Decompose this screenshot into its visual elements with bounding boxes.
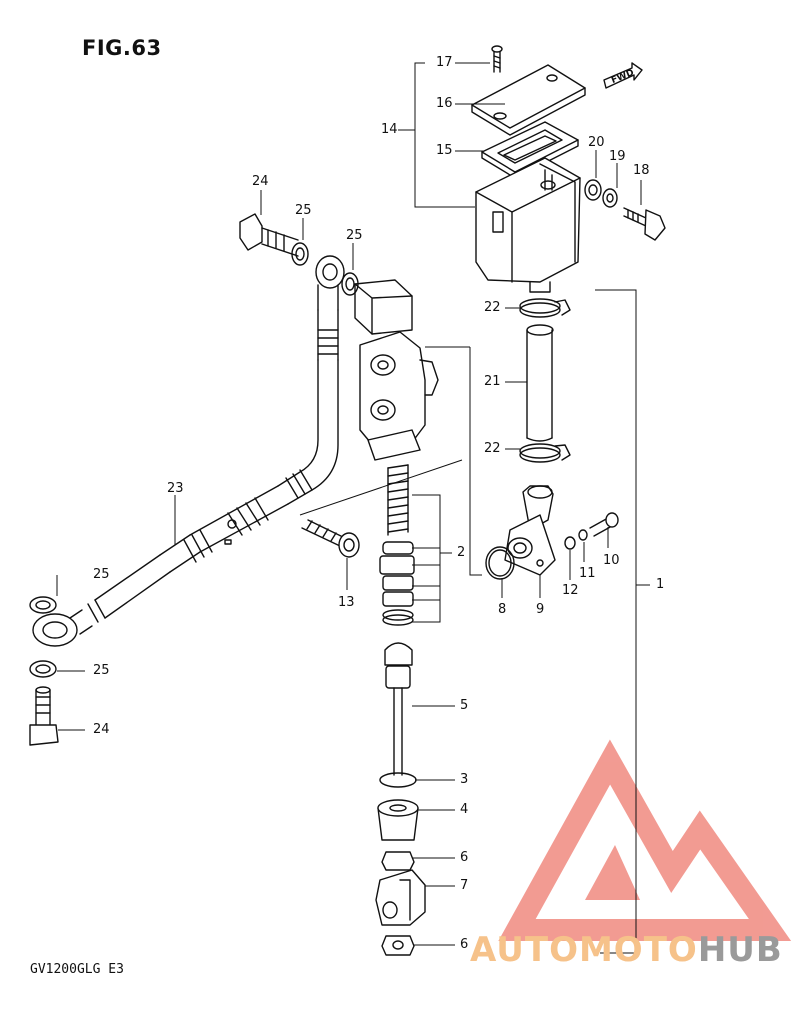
washer-12 (564, 536, 576, 550)
callout-4: 4 (460, 802, 469, 817)
watermark-text-part2: HUB (697, 930, 783, 970)
callout-16: 16 (436, 96, 453, 111)
callout-11: 11 (579, 566, 596, 581)
callout-20: 20 (588, 135, 605, 150)
callout-22-upper: 22 (484, 300, 501, 315)
callout-24-lower: 24 (93, 722, 110, 737)
bolt-18 (623, 207, 666, 241)
watermark-logo (498, 739, 792, 941)
callout-5: 5 (460, 698, 469, 713)
callout-25-c: 25 (93, 567, 110, 582)
callout-25-d: 25 (93, 663, 110, 678)
diaphragm (481, 121, 579, 179)
callout-18: 18 (633, 163, 650, 178)
washer-20 (584, 179, 602, 201)
reservoir-cap (471, 64, 586, 136)
callout-2: 2 (457, 545, 466, 560)
callout-17: 17 (436, 55, 453, 70)
callout-25-a: 25 (295, 203, 312, 218)
callout-22-lower: 22 (484, 441, 501, 456)
model-code: GV1200GLG E3 (30, 962, 124, 977)
watermark-text: AUTOMOTOHUB (470, 930, 783, 970)
master-cylinder (354, 279, 439, 461)
figure-title: FIG.63 (82, 36, 162, 60)
banjo-bolt-lower (29, 686, 59, 746)
callout-23: 23 (167, 481, 184, 496)
callout-24-upper: 24 (252, 174, 269, 189)
hose-fitting (504, 485, 556, 576)
callout-7: 7 (460, 878, 469, 893)
callout-14: 14 (381, 122, 398, 137)
reservoir-body (475, 157, 581, 293)
reservoir-hose (526, 324, 554, 442)
bolt-13 (301, 519, 360, 558)
callout-12: 12 (562, 583, 579, 598)
callout-21: 21 (484, 374, 501, 389)
watermark-text-part1: AUTOMOTO (470, 930, 698, 970)
callout-25-b: 25 (346, 228, 363, 243)
crush-washer-d (29, 660, 57, 678)
lock-nut-upper (381, 851, 415, 871)
lock-nut-lower (381, 935, 415, 956)
rod-boot (377, 799, 419, 841)
callout-19: 19 (609, 149, 626, 164)
hose-clamp-upper (519, 298, 571, 318)
circlip-3 (379, 772, 417, 788)
callout-10: 10 (603, 553, 620, 568)
fwd-arrow-icon (603, 62, 643, 89)
callout-6-lower: 6 (460, 937, 469, 952)
piston-spring (379, 464, 415, 626)
washer-19 (602, 188, 618, 208)
callout-3: 3 (460, 772, 469, 787)
callout-8: 8 (498, 602, 507, 617)
callout-13: 13 (338, 595, 355, 610)
cap-screw (491, 45, 503, 73)
washer-11 (578, 529, 588, 541)
callout-6-upper: 6 (460, 850, 469, 865)
banjo-bolt-upper (239, 213, 299, 257)
push-rod (384, 642, 413, 776)
bolt-10 (589, 512, 619, 537)
hose-clamp-lower (519, 443, 571, 463)
clevis (375, 869, 426, 926)
callout-9: 9 (536, 602, 545, 617)
callout-1: 1 (656, 577, 665, 592)
crush-washer-a (291, 242, 309, 266)
brake-hose (32, 255, 345, 647)
callout-15: 15 (436, 143, 453, 158)
crush-washer-b (341, 272, 359, 296)
crush-washer-c (29, 596, 57, 614)
o-ring (485, 546, 515, 580)
